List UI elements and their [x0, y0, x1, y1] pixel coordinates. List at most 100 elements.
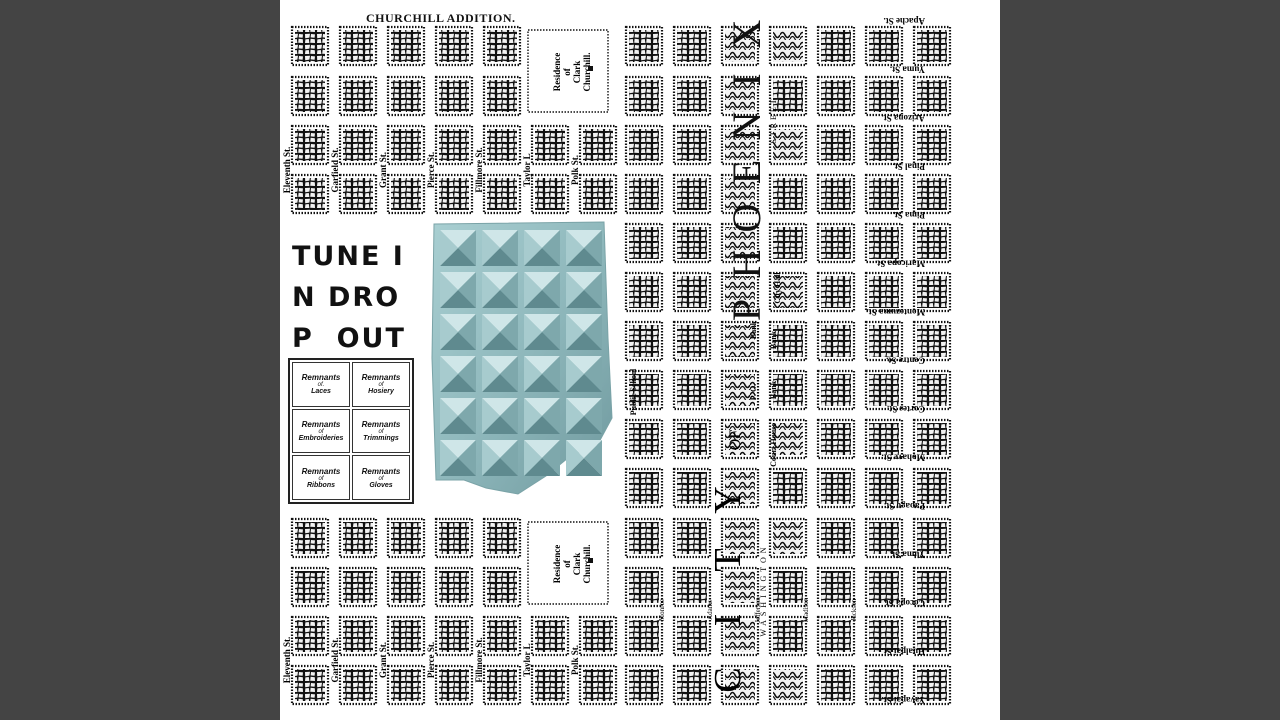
city-block-fill [773, 30, 803, 62]
stud-face [524, 356, 560, 374]
residence-marker [588, 66, 593, 71]
city-block-fill [677, 80, 707, 112]
city-block-fill [821, 571, 851, 603]
phoenix-letter: O [724, 204, 769, 233]
street-name: Garfield St. [330, 638, 340, 683]
residence-line: Residence [552, 545, 562, 584]
stud-face [482, 440, 518, 458]
landmark-text: P. O. [749, 384, 758, 400]
city-block-fill [629, 325, 659, 357]
left-street-label: Pierce St. [426, 642, 436, 678]
city-block-fill [391, 30, 421, 62]
city-block-fill [917, 423, 947, 455]
city-block-fill [535, 178, 565, 210]
city-block-fill [725, 620, 755, 652]
city-block-fill [629, 620, 659, 652]
city-block-fill [487, 30, 517, 62]
stud-face [482, 332, 518, 350]
city-block-fill [725, 30, 755, 62]
title-line-3: P OUT [292, 323, 406, 354]
city-block-fill [821, 472, 851, 504]
city-block-fill [773, 374, 803, 406]
landmark-text: Bank [749, 320, 758, 339]
stud-face [524, 248, 560, 266]
left-street-label: Fillmore St. [474, 637, 484, 682]
stud-face [458, 440, 476, 476]
right-street-label: Montezuma St. [867, 307, 926, 317]
phoenix-char: I [724, 73, 769, 86]
stud-face [566, 440, 602, 458]
stud-face [482, 458, 518, 476]
remnant-of: of [378, 428, 384, 435]
stud-face [440, 458, 476, 476]
city-block-fill [869, 129, 899, 161]
phoenix-letter: P [724, 299, 769, 321]
street-name: Cortes St. [887, 404, 925, 414]
city-block-fill [677, 571, 707, 603]
city-block-fill [343, 571, 373, 603]
cross-street-label: Jefferson [754, 597, 762, 623]
left-street-label: Fillmore St. [474, 147, 484, 192]
stud-face [482, 356, 518, 374]
phoenix-letter: N [724, 112, 769, 141]
street-name: Yavapai St. [881, 695, 925, 705]
city-block-fill [487, 80, 517, 112]
stud-face [566, 374, 602, 392]
street-name: Papago St. [884, 501, 925, 511]
foil-stud [482, 356, 518, 392]
landmark-label: Bank [769, 380, 778, 399]
remnant-of: of [378, 475, 384, 482]
title-line-1: TUNE I [292, 241, 405, 272]
residence-line: Churchill. [582, 544, 592, 583]
right-street-label: Yuma St. [890, 550, 925, 560]
left-street-label: Pierce St. [426, 152, 436, 188]
city-block-fill [773, 80, 803, 112]
city-block-fill [821, 227, 851, 259]
street-name: Montezuma St. [867, 307, 926, 317]
city-block-fill [821, 178, 851, 210]
street-name: Polk St. [570, 645, 580, 675]
street-name: Hualpai St. [881, 647, 925, 657]
remnant-title: Remnants [361, 373, 401, 383]
right-street-label: Centre St. [886, 356, 925, 366]
stud-face [482, 272, 518, 290]
street-word: STREET [769, 96, 778, 143]
city-block-fill [773, 669, 803, 701]
city-block-fill [917, 227, 947, 259]
stud-face [500, 230, 518, 266]
stud-face [482, 314, 500, 350]
city-block-fill [917, 669, 947, 701]
phoenix-char: N [724, 112, 769, 141]
street-name: Grant St. [378, 152, 388, 188]
left-street-label: Eleventh St. [282, 147, 292, 194]
stud-face [458, 314, 476, 350]
city-block-fill [917, 80, 947, 112]
city-block-fill [725, 80, 755, 112]
city-block-fill [725, 669, 755, 701]
stud-face [566, 314, 602, 332]
city-block-fill [869, 669, 899, 701]
city-block-fill [821, 129, 851, 161]
city-block-fill [725, 276, 755, 308]
foil-swatch [431, 221, 613, 495]
stud-face [566, 356, 584, 392]
city-block-fill [583, 620, 613, 652]
city-block-fill [629, 30, 659, 62]
stud-face [524, 230, 542, 266]
stud-face [440, 290, 476, 308]
city-block-fill [295, 80, 325, 112]
foil-studs [440, 230, 602, 476]
city-block-fill [773, 522, 803, 554]
street-name: Polk St. [570, 155, 580, 185]
city-block-fill [535, 669, 565, 701]
city-block-fill [487, 129, 517, 161]
city-block-fill [629, 80, 659, 112]
city-block-fill [821, 423, 851, 455]
